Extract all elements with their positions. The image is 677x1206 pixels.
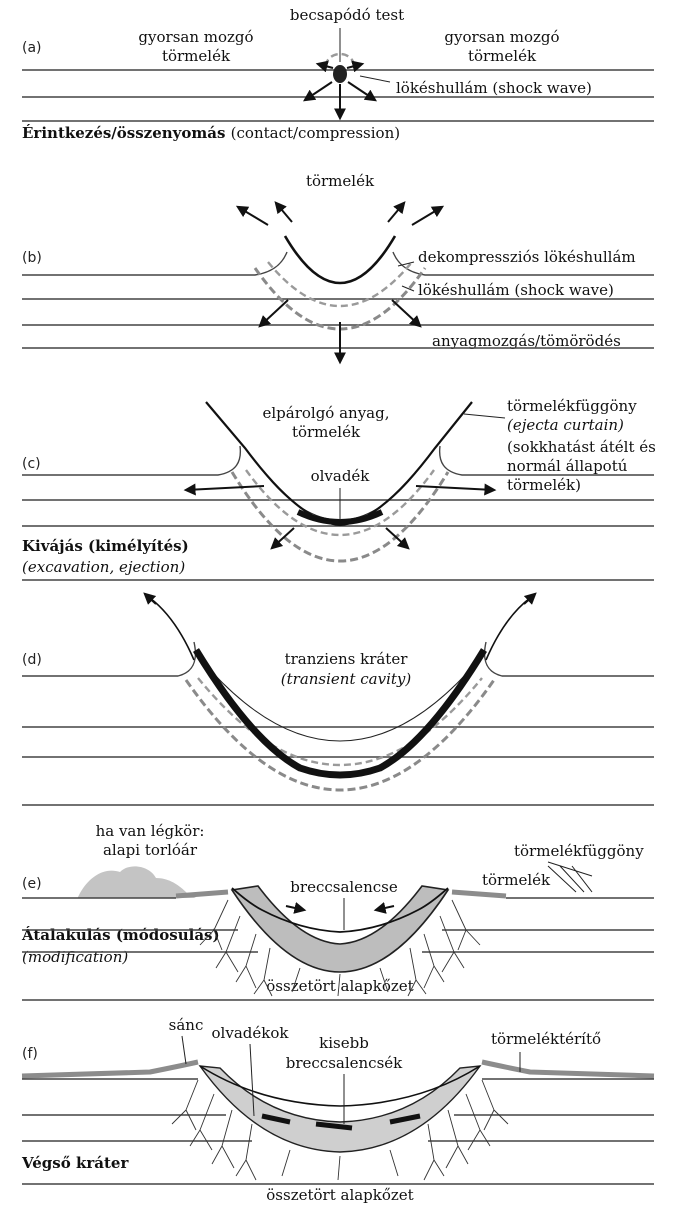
shock-wave-label-a: lökéshullám (shock wave)	[396, 79, 592, 97]
curtain-pointer-c	[464, 414, 505, 418]
ejecta-curve-d-left	[150, 598, 194, 660]
transient-crater-label: tranziens kráter	[285, 650, 409, 668]
base-surge-cloud	[78, 866, 196, 898]
arrow-eject-d-left	[145, 594, 156, 604]
arrow-debris-b2	[276, 203, 292, 222]
panel-c-letter: (c)	[22, 456, 41, 472]
shock-wave-label-b: lökéshullám (shock wave)	[418, 281, 614, 299]
fast-debris-right-line2: törmelék	[468, 47, 537, 65]
panel-f: (f) sánc olvadékok kisebb breccsalencsék…	[21, 1016, 654, 1204]
ejecta-deposit-e-right	[452, 892, 506, 896]
vapor-label-line1: elpárolgó anyag,	[262, 404, 389, 422]
arrow-debris-b4	[412, 207, 442, 225]
rampart-label: sánc	[169, 1016, 204, 1034]
curtain-note-line2: normál állapotú	[507, 457, 628, 475]
arrow-slump-e-right	[376, 906, 394, 910]
breccia-fill-f	[200, 1066, 480, 1152]
ejecta-blanket-label: törmeléktérítő	[491, 1030, 601, 1048]
stage-title-excavation-en: (excavation, ejection)	[22, 558, 185, 576]
curtain-note-line1: (sokkhatást átélt és	[507, 438, 656, 456]
small-breccia-label-line1: kisebb	[319, 1034, 369, 1052]
shock-front-d-inner	[198, 678, 482, 765]
crater-wall-b	[285, 236, 395, 283]
ground-surface-c-left	[22, 446, 240, 475]
arrow-flow-b1	[260, 300, 288, 326]
atmosphere-label-line1: ha van légkör:	[96, 822, 205, 840]
ground-surface-d-right	[485, 642, 654, 676]
fast-debris-right-line1: gyorsan mozgó	[444, 28, 559, 46]
stage-title-modification-en: (modification)	[22, 948, 128, 966]
rampart-pointer-f	[182, 1036, 186, 1064]
stage-title-modification: Átalakulás (módosulás)	[21, 926, 220, 944]
arrow-eject-c-right	[416, 486, 494, 490]
ejecta-blanket-f-left	[22, 1062, 198, 1076]
crushed-bedrock-label-e: összetört alapkőzet	[266, 977, 413, 995]
panel-b: (b) törmelék dekompressziós lökéshullám …	[22, 172, 654, 362]
debris-label-b: törmelék	[306, 172, 375, 190]
ejecta-curtain-strokes-e	[548, 866, 592, 892]
stage-title-excavation: Kivájás (kimélyítés)	[22, 537, 189, 555]
ejecta-curtain-label-e: törmelékfüggöny	[514, 842, 644, 860]
stage-title-final: Végső kráter	[21, 1154, 129, 1172]
shock-pointer-a	[360, 76, 390, 82]
panel-c: (c) elpárolgó anyag, törmelék olvadék tö…	[22, 397, 656, 580]
arrow-eject-d-right	[524, 594, 535, 604]
breccia-lens-e	[232, 886, 448, 972]
arrow-debris-b1	[238, 207, 268, 225]
ejecta-blanket-f-right	[482, 1062, 654, 1076]
arrow-eject-c-left	[186, 486, 264, 490]
ejecta-curve-d-right	[486, 598, 530, 660]
fast-debris-left-line2: törmelék	[162, 47, 231, 65]
panel-b-letter: (b)	[22, 250, 42, 266]
impactor-label: becsapódó test	[290, 6, 404, 24]
vapor-label-line2: törmelék	[292, 423, 361, 441]
ground-surface-b-left	[22, 252, 287, 275]
fast-debris-left-line1: gyorsan mozgó	[138, 28, 253, 46]
ejecta-curtain-label: törmelékfüggöny	[507, 397, 637, 415]
stage-title-contact: Érintkezés/összenyomás (contact/compress…	[22, 124, 400, 142]
panel-a-letter: (a)	[22, 40, 42, 56]
impactor-body	[333, 65, 347, 83]
panel-f-letter: (f)	[22, 1046, 38, 1062]
transient-crater-wall	[196, 650, 484, 775]
panel-d: (d) tranziens kráter (transient cavity)	[22, 594, 654, 805]
small-breccia-label-line2: breccsalencsék	[286, 1054, 403, 1072]
atmosphere-label-line2: alapi torlóár	[103, 841, 198, 859]
crushed-bedrock-label-f: összetört alapkőzet	[266, 1186, 413, 1204]
panel-a: (a) becsapódó test gyorsan mozgó törmelé…	[22, 6, 654, 142]
curtain-note-line3: törmelék)	[507, 476, 581, 494]
panel-e: (e) ha van légkör: alapi torlóár törmelé…	[21, 822, 654, 1000]
debris-label-e: törmelék	[482, 871, 551, 889]
panel-d-letter: (d)	[22, 652, 42, 668]
ejecta-curtain-en: (ejecta curtain)	[507, 416, 624, 434]
arrow-debris-b3	[388, 203, 404, 222]
arrow-flow-b3	[392, 300, 420, 326]
breccia-lens-label: breccsalencse	[290, 878, 398, 896]
melts-label: olvadékok	[212, 1024, 290, 1042]
panel-e-letter: (e)	[22, 876, 42, 892]
ground-surface-d-left	[22, 642, 195, 676]
arrow-slump-e-left	[286, 906, 304, 910]
curtain-pointer-e	[548, 862, 592, 876]
decompression-wave-label: dekompressziós lökéshullám	[418, 248, 636, 266]
transient-crater-en: (transient cavity)	[281, 670, 412, 688]
melt-label: olvadék	[311, 467, 371, 485]
